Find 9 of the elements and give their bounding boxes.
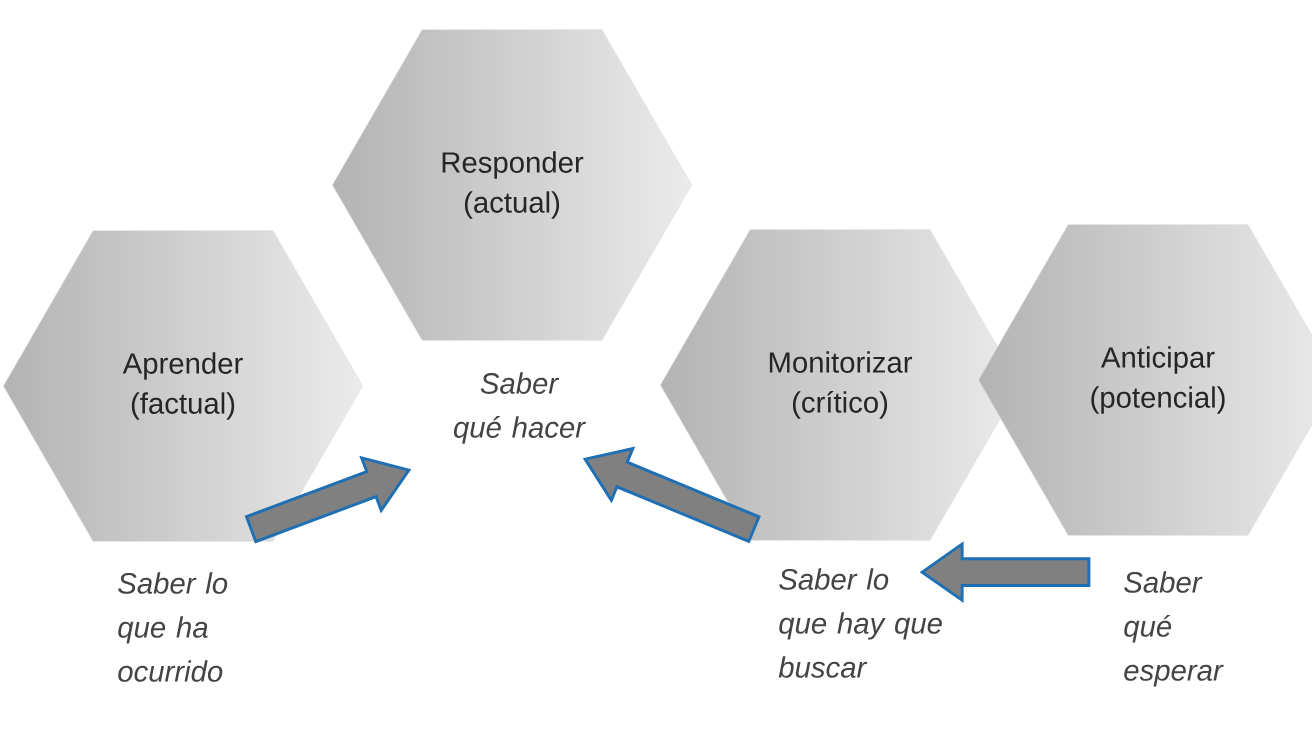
- hexagon: Responder (actual): [332, 29, 692, 341]
- block-arrow: [919, 541, 1091, 603]
- hexagon: Aprender (factual): [3, 230, 363, 542]
- caption-text: Saber lo que hay que buscar: [778, 568, 942, 678]
- hexagon: Monitorizar (crítico): [660, 229, 1020, 541]
- hexagon: Anticipar (potencial): [978, 224, 1312, 536]
- caption-text: Saber lo que ha ocurrido: [118, 572, 228, 682]
- caption-text: Saber qué hacer: [453, 372, 586, 444]
- caption-text: Saber qué esperar: [1124, 571, 1224, 687]
